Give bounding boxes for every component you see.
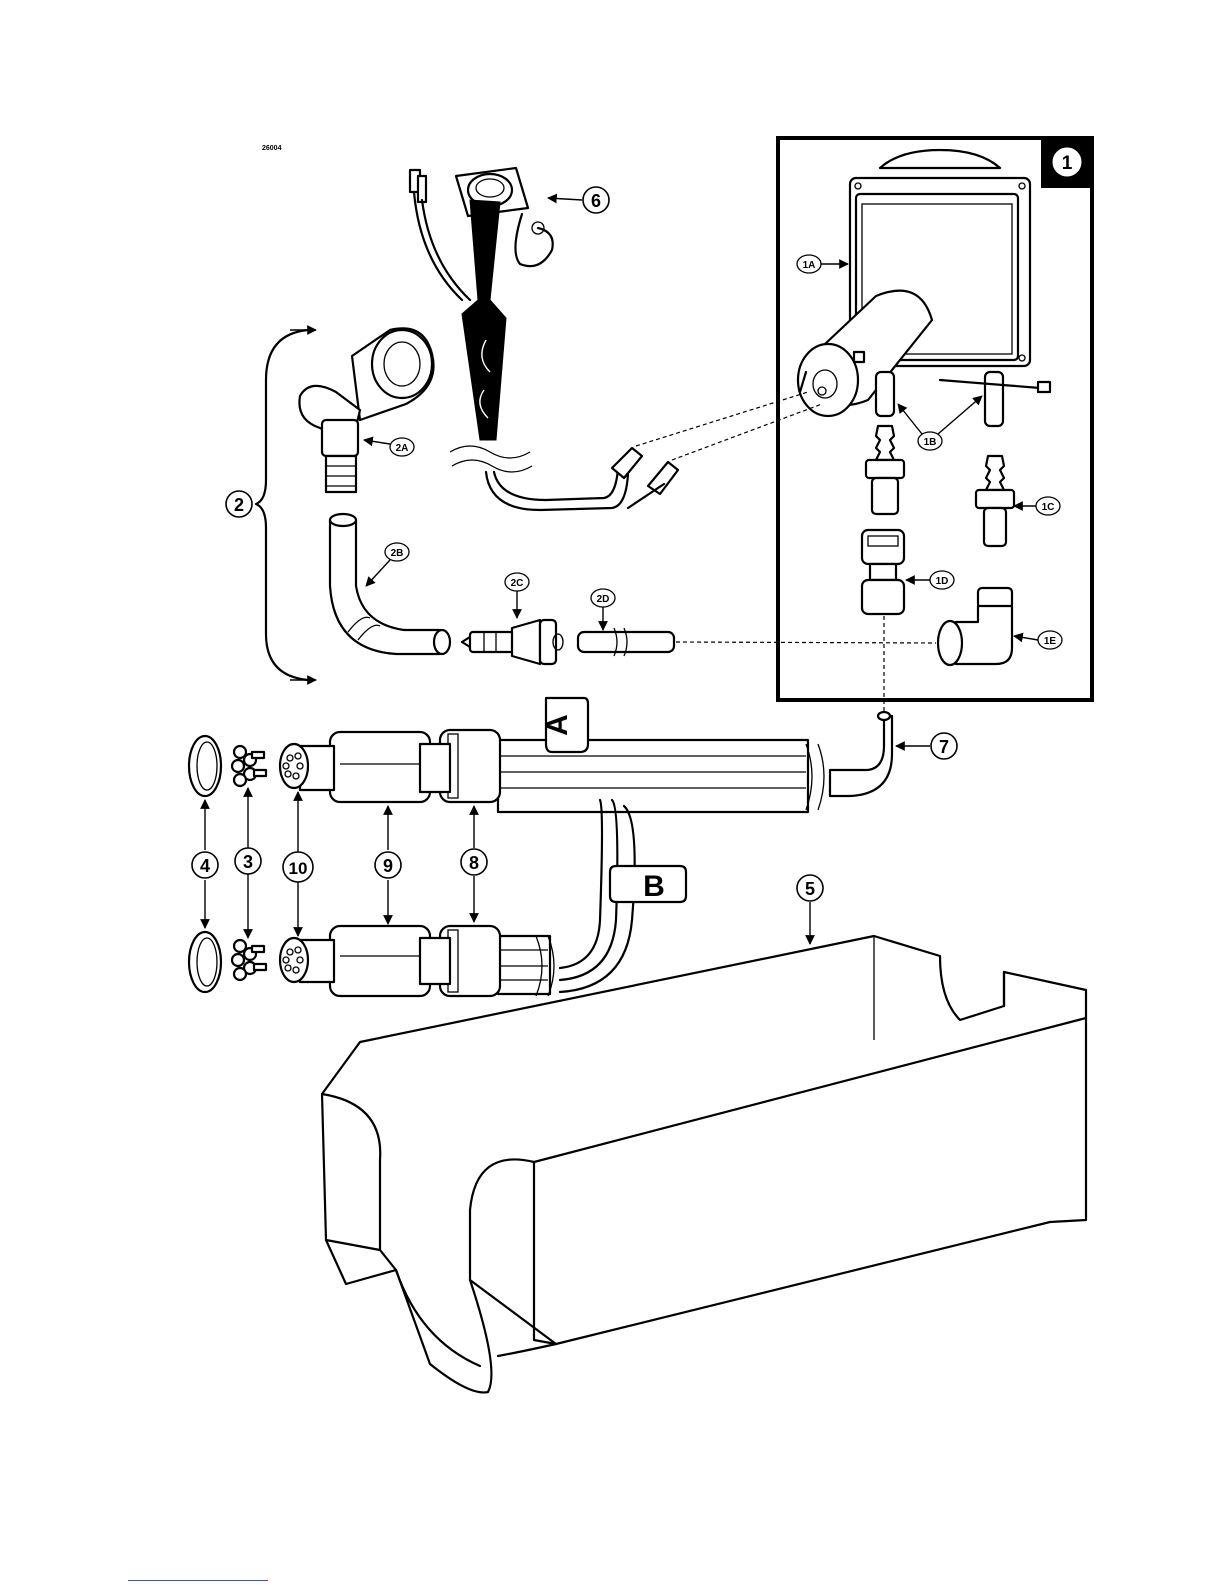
callout-8: 8: [469, 853, 479, 873]
callout-9: 9: [383, 856, 393, 876]
callout-5: 5: [805, 879, 815, 899]
callout-2C: 2C: [511, 578, 524, 589]
part-2C-barbed-connector: [462, 620, 563, 664]
callout-1: 1: [1062, 153, 1073, 174]
part-3-pins-bottom: [232, 940, 266, 980]
callout-group-4: 4: [192, 800, 218, 928]
callout-group-10: 10: [283, 792, 313, 936]
callout-group-2B: 2B: [366, 543, 409, 586]
callout-1A: 1A: [803, 260, 816, 271]
callout-7: 7: [939, 737, 949, 757]
callout-group-3: 3: [235, 788, 261, 938]
callout-group-6: 6: [548, 187, 609, 213]
callout-1D: 1D: [936, 576, 949, 587]
callout-4: 4: [200, 856, 210, 876]
callout-2D: 2D: [597, 594, 610, 605]
callout-2A: 2A: [396, 443, 409, 454]
callout-1C: 1C: [1042, 502, 1055, 513]
part-3-pins-top: [232, 746, 266, 786]
callout-1E: 1E: [1044, 636, 1057, 647]
harness-tag-B: B: [643, 870, 665, 903]
callout-1B: 1B: [924, 437, 937, 448]
footer-rule: [128, 1580, 268, 1581]
callout-group-2C: 2C: [505, 573, 529, 618]
callout-group-9: 9: [375, 806, 401, 924]
callout-group-7: 7: [896, 733, 957, 759]
callout-group-8: 8: [461, 806, 487, 922]
callout-group-2: 2: [226, 330, 316, 680]
part-2D-tube: [578, 628, 674, 656]
callout-group-2D: 2D: [591, 589, 615, 630]
part-2B-drain-hose: [330, 514, 450, 654]
callout-10: 10: [289, 859, 308, 878]
part-5-drip-tray: [322, 936, 1086, 1392]
callout-group-5: 5: [797, 875, 823, 944]
callout-6: 6: [591, 191, 601, 211]
callout-group-2A: 2A: [364, 438, 414, 456]
part-6-wire-harness: [410, 168, 678, 510]
figure-ref-code: 26004: [262, 145, 282, 152]
harness-tag-A: A: [541, 714, 574, 736]
harness-B-assembly: B: [189, 866, 686, 996]
callout-2B: 2B: [391, 548, 404, 559]
part-2A-y-fitting: [299, 328, 433, 492]
callout-2: 2: [234, 495, 244, 515]
callout-3: 3: [243, 852, 253, 872]
